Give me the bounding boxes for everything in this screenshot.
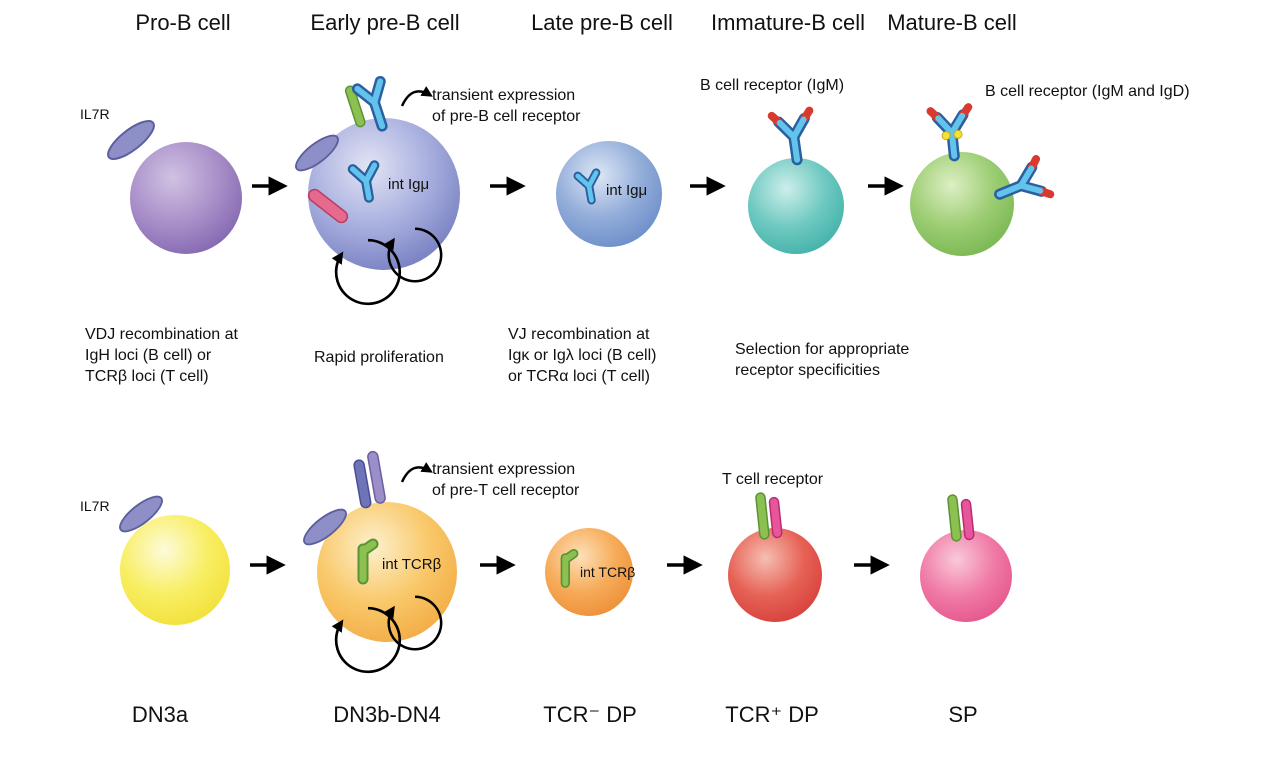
tcr-pos-dp-cell [728,528,822,622]
pink-rod-receptor-icon [307,188,349,224]
bcr-igm-igd-label: B cell receptor (IgM and IgD) [985,83,1190,100]
arrow-icon [868,176,904,196]
il7r-receptor-icon [303,508,347,546]
int-tcrb-icon [357,538,379,585]
header-immature-b-cell: Immature-B cell [710,10,866,35]
tcr-neg-dp-cell [545,528,633,616]
proliferation-loop-icon [383,595,443,651]
arrow-icon [252,176,288,196]
t-cell-receptor-icon [947,494,975,542]
igm-receptor-icon [767,106,814,166]
int-ig-antibody-icon [573,168,601,205]
int-igmu-label-large: int Igμ [388,176,430,193]
t-cell-receptor-label: T cell receptor [722,471,824,488]
arrow-icon [480,555,516,575]
arrow-icon [490,176,526,196]
stage-label-dn3a: DN3a [131,702,189,727]
igd-side-receptor-icon [994,155,1055,200]
transient-expression-note-t: transient expression of pre-T cell recep… [432,461,580,499]
proliferation-loop-icon [383,227,443,283]
caption-vj-recombination: VJ recombination at Igκ or Igλ loci (B c… [508,326,657,385]
pro-b-cell [130,142,242,254]
transient-expression-note-b: transient expression of pre-B cell recep… [432,87,581,125]
int-tcrb-label-small: int TCRβ [580,564,636,580]
arrow-icon [690,176,726,196]
il7r-receptor-icon [119,495,163,533]
int-tcrb-icon [560,548,579,588]
transient-expression-arrow-icon [400,462,433,483]
dn3a-cell [120,515,230,625]
int-tcrb-label-large: int TCRβ [382,556,442,573]
pre-t-cell-receptor-icon [353,450,386,509]
transient-expression-arrow-icon [400,86,433,107]
immature-b-cell [748,158,844,254]
pre-b-cell-receptor-icon [344,75,388,132]
igm-igd-receptor-icon [926,103,973,162]
header-early-pre-b-cell: Early pre-B cell [310,10,460,35]
int-ig-antibody-icon [347,160,380,203]
header-late-pre-b-cell: Late pre-B cell [531,10,673,35]
arrow-icon [250,555,286,575]
header-pro-b-cell: Pro-B cell [135,10,231,35]
stage-label-dn3b-dn4: DN3b-DN4 [333,702,441,727]
t-cell-receptor-icon [755,492,783,540]
stage-label-sp: SP [948,702,978,727]
caption-rapid-proliferation: Rapid proliferation [314,349,444,366]
stage-label-tcr-neg-dp: TCR⁻ DP [543,702,637,727]
il7r-receptor-icon [295,134,339,172]
il7r-label-b: IL7R [80,106,110,122]
il7r-label-t: IL7R [80,498,110,514]
sp-cell [920,530,1012,622]
arrow-icon [667,555,703,575]
late-pre-b-cell [556,141,662,247]
int-igmu-label-small: int Igμ [606,182,648,199]
header-mature-b-cell: Mature-B cell [887,10,1017,35]
arrow-icon [854,555,890,575]
bcr-igm-label: B cell receptor (IgM) [700,77,845,94]
caption-selection: Selection for appropriate receptor speci… [735,341,910,379]
stage-label-tcr-pos-dp: TCR⁺ DP [725,702,819,727]
il7r-receptor-icon [107,120,155,160]
caption-vdj-recombination: VDJ recombination at IgH loci (B cell) o… [85,326,238,385]
mature-b-cell [910,152,1014,256]
